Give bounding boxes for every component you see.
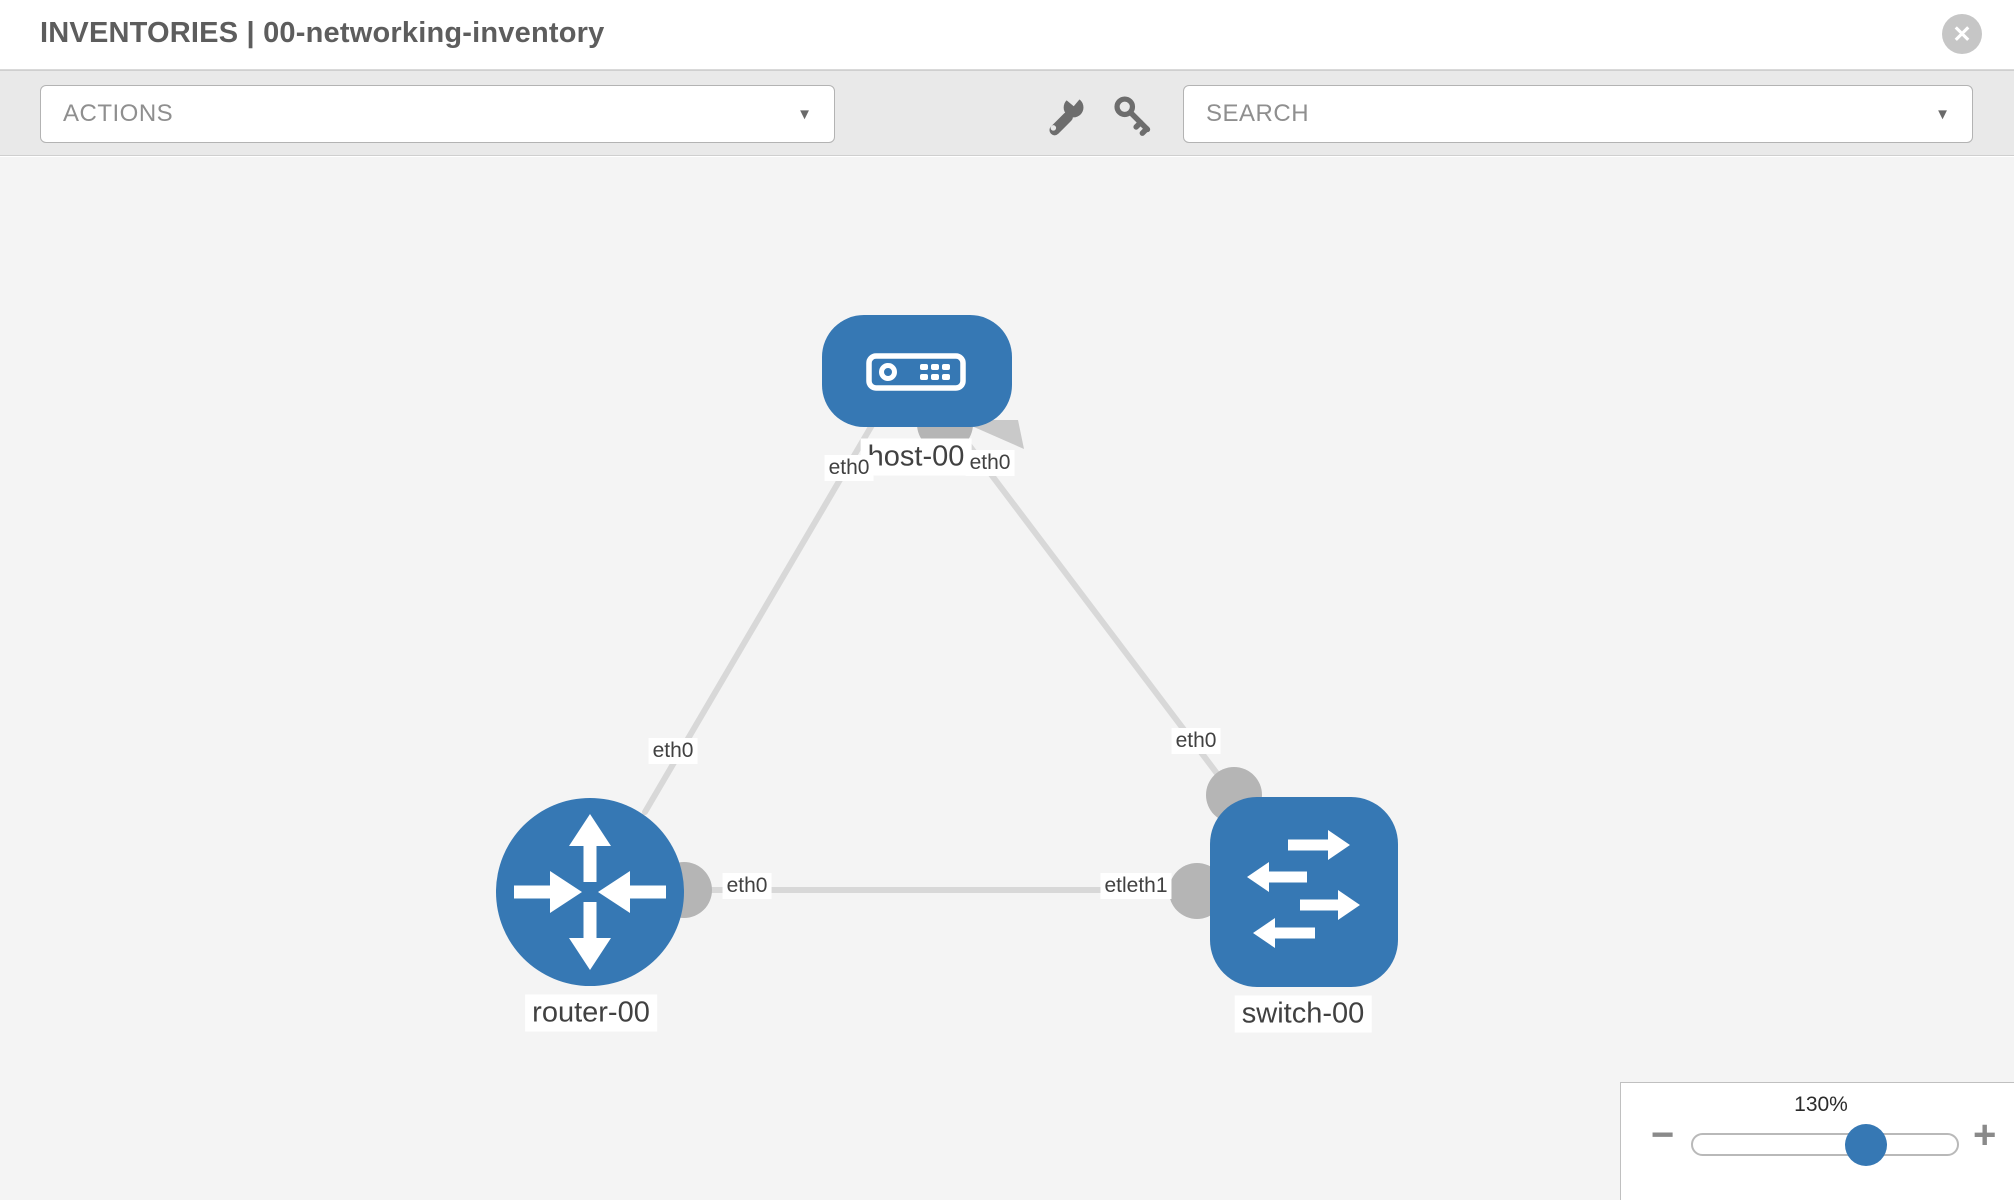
interface-wedge-host xyxy=(958,420,1024,449)
zoom-slider-thumb[interactable] xyxy=(1845,1124,1887,1166)
zoom-in-button[interactable]: + xyxy=(1973,1113,1997,1157)
search-dropdown[interactable]: SEARCH ▼ xyxy=(1183,85,1973,143)
actions-dropdown-label: ACTIONS xyxy=(63,100,174,127)
node-host-00[interactable] xyxy=(822,315,1012,427)
node-switch-00[interactable] xyxy=(1210,797,1398,987)
titlebar: INVENTORIES | 00-networking-inventory ✕ xyxy=(0,0,2014,70)
zoom-level-value: 130% xyxy=(1794,1093,1848,1116)
topology-canvas[interactable] xyxy=(0,157,2014,1200)
node-label-switch-00: switch-00 xyxy=(1234,995,1372,1033)
interface-label-router-top: eth0 xyxy=(648,738,698,764)
chevron-down-icon: ▼ xyxy=(1935,105,1950,123)
interface-label-router-right: eth0 xyxy=(722,873,772,899)
toolbar: ACTIONS ▼ SEARCH ▼ xyxy=(0,70,2014,156)
actions-dropdown[interactable]: ACTIONS ▼ xyxy=(40,85,835,143)
host-icon xyxy=(866,353,966,391)
close-icon[interactable]: ✕ xyxy=(1942,14,1982,54)
interface-label-switch-top: eth0 xyxy=(1171,728,1221,754)
router-icon xyxy=(514,814,666,970)
key-icon[interactable] xyxy=(1111,93,1155,137)
chevron-down-icon: ▼ xyxy=(797,105,812,123)
node-label-host-00: host-00 xyxy=(860,438,972,476)
zoom-slider-track[interactable] xyxy=(1691,1124,1959,1166)
node-router-00[interactable] xyxy=(496,798,684,986)
interface-label-host-left: eth0 xyxy=(824,455,874,481)
interface-label-host-right: eth0 xyxy=(965,450,1015,476)
wrench-icon[interactable] xyxy=(1044,93,1088,137)
node-label-router-00: router-00 xyxy=(525,994,657,1032)
search-dropdown-label: SEARCH xyxy=(1206,100,1310,127)
interface-label-switch-left: etleth1 xyxy=(1100,873,1172,899)
zoom-panel: 130% − + xyxy=(1620,1082,2014,1200)
page-title: INVENTORIES | 00-networking-inventory xyxy=(40,17,605,49)
zoom-out-button[interactable]: − xyxy=(1651,1113,1675,1157)
switch-icon xyxy=(1247,830,1360,948)
